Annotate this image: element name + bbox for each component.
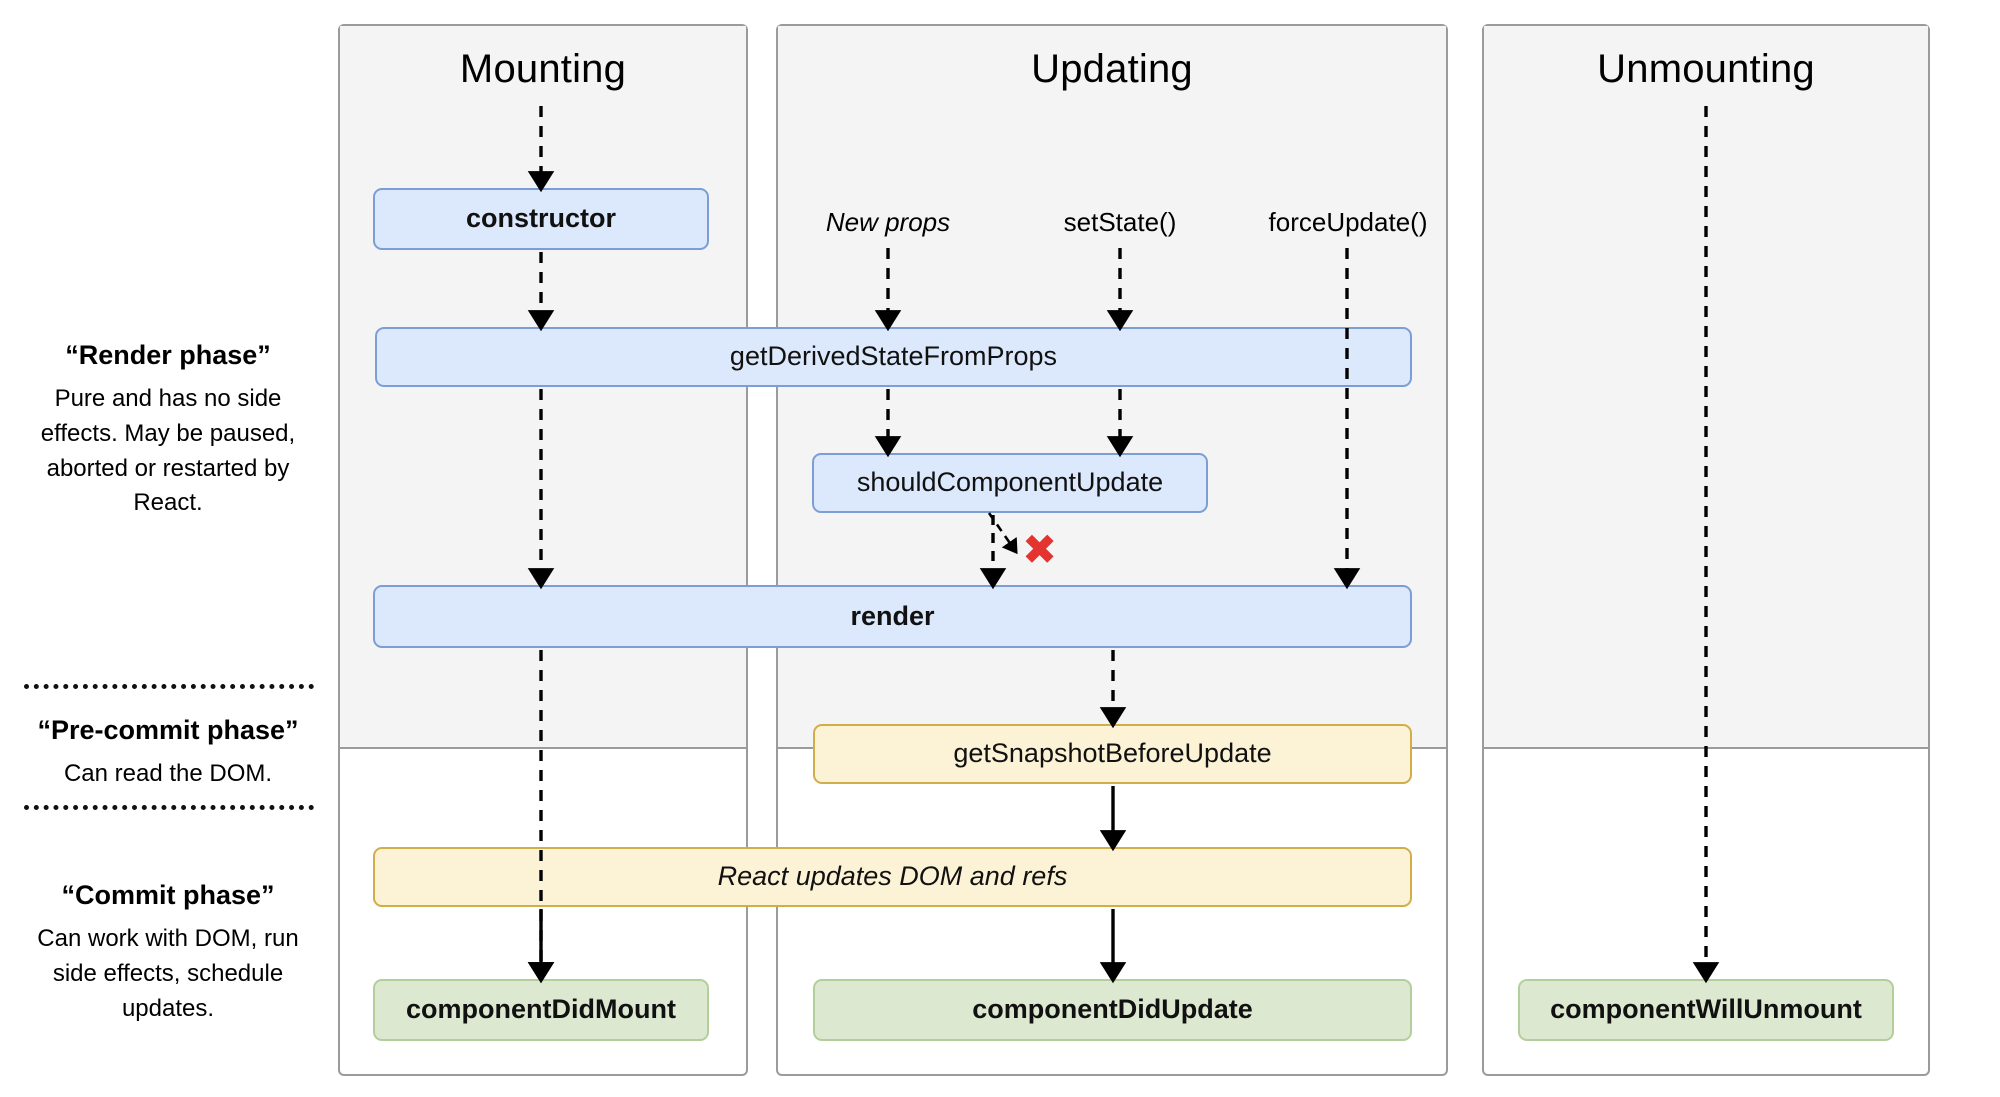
node-component-will-unmount[interactable]: componentWillUnmount	[1518, 979, 1894, 1041]
trigger-label-force-update: forceUpdate()	[1268, 207, 1428, 237]
column-title-updating: Updating	[1031, 47, 1193, 91]
legend-title-commit-phase: “Commit phase”	[61, 880, 275, 910]
skip-update-x-icon: ✖	[1022, 525, 1058, 574]
legend-divider-top	[24, 684, 314, 689]
node-constructor[interactable]: constructor	[373, 188, 709, 250]
column-title-mounting: Mounting	[459, 47, 627, 91]
column-unmounting-phase-divider	[1484, 747, 1928, 749]
node-component-did-mount[interactable]: componentDidMount	[373, 979, 709, 1041]
legend-title-render-phase: “Render phase”	[65, 340, 271, 370]
node-should-component-update[interactable]: shouldComponentUpdate	[812, 453, 1208, 513]
legend-body-render-phase: Pure and has no side effects. May be pau…	[40, 385, 296, 517]
legend-body-commit-phase: Can work with DOM, run side effects, sch…	[37, 925, 299, 1022]
node-react-updates-dom-and-refs[interactable]: React updates DOM and refs	[373, 847, 1412, 907]
column-mounting-phase-divider	[340, 747, 746, 749]
node-get-snapshot-before-update[interactable]: getSnapshotBeforeUpdate	[813, 724, 1412, 784]
column-title-unmounting: Unmounting	[1597, 47, 1815, 91]
trigger-label-new-props: New props	[825, 207, 951, 237]
trigger-label-set-state: setState()	[1063, 207, 1177, 237]
node-get-derived-state-from-props[interactable]: getDerivedStateFromProps	[375, 327, 1412, 387]
legend-divider-bottom	[24, 805, 314, 810]
legend-body-pre-commit-phase: Can read the DOM.	[63, 760, 273, 787]
column-unmounting-render-shade	[1484, 26, 1928, 747]
node-component-did-update[interactable]: componentDidUpdate	[813, 979, 1412, 1041]
legend-title-pre-commit-phase: “Pre-commit phase”	[37, 715, 299, 745]
node-render[interactable]: render	[373, 585, 1412, 648]
